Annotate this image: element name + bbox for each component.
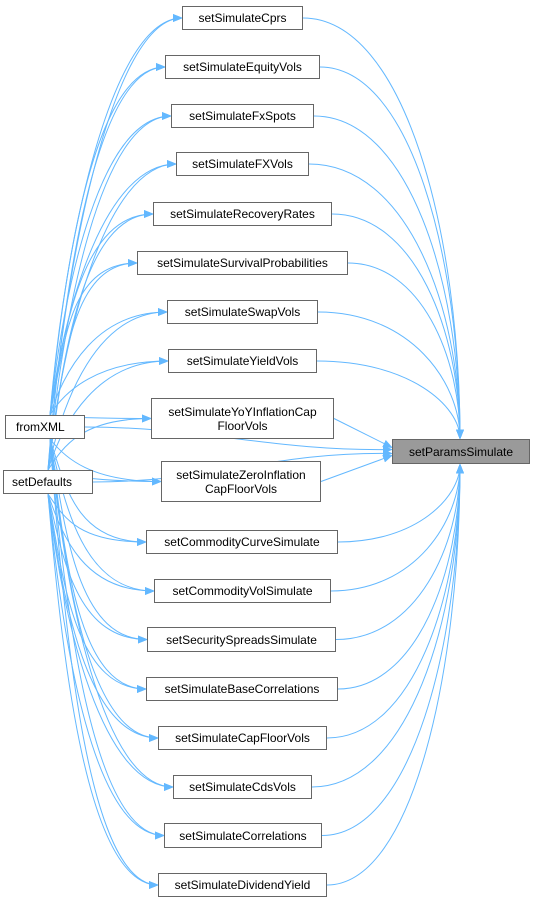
edge-correl-to-target — [321, 463, 464, 836]
node-label: setSimulateCapFloorVols — [175, 731, 310, 745]
edge-setDefaults-to-correl — [47, 493, 165, 840]
edge-fromXML-to-recovery — [49, 210, 154, 416]
node-label: setDefaults — [12, 475, 73, 489]
node-setSimulateCapFloorVols[interactable]: setSimulateCapFloorVols — [158, 726, 327, 750]
edge-yoy-to-target — [333, 418, 393, 448]
edge-setDefaults-to-commcurve — [47, 493, 147, 546]
node-label: setSimulateSurvivalProbabilities — [157, 256, 328, 270]
edge-equity-to-target — [319, 66, 464, 440]
node-label: setCommodityVolSimulate — [172, 584, 313, 598]
edge-fromXML-to-cdsvols — [49, 438, 174, 791]
node-label: setSimulateCorrelations — [179, 828, 307, 843]
node-label-line2: FloorVols — [217, 418, 268, 433]
node-setSimulateYoYInflationCapFloorVols[interactable]: setSimulateYoYInflationCap FloorVols — [151, 398, 334, 439]
node-setCommodityVolSimulate[interactable]: setCommodityVolSimulate — [154, 579, 331, 603]
node-label: setSimulateYieldVols — [186, 354, 299, 368]
edge-fromXML-to-equity — [49, 63, 166, 416]
node-label: fromXML — [16, 420, 65, 434]
node-setSimulateDividendYield[interactable]: setSimulateDividendYield — [158, 873, 327, 897]
node-label: setSecuritySpreadsSimulate — [166, 632, 317, 647]
edge-setDefaults-to-commvol — [47, 493, 155, 595]
node-setSimulateCprs[interactable]: setSimulateCprs — [182, 6, 303, 30]
edge-setDefaults-to-divyield — [47, 493, 159, 889]
node-setDefaults[interactable]: setDefaults — [3, 470, 93, 494]
edge-setDefaults-to-cdsvols — [47, 493, 174, 791]
node-label-line1: setSimulateYoYInflationCap — [168, 404, 317, 419]
edge-secspread-to-target — [335, 463, 464, 640]
edge-setDefaults-to-basecorr — [47, 493, 147, 693]
edge-commcurve-to-target — [337, 463, 464, 543]
edge-setDefaults-to-equity — [47, 63, 166, 471]
edge-setDefaults-to-secspread — [47, 493, 148, 644]
node-label: setSimulateFXVols — [192, 157, 293, 171]
node-label: setSimulateBaseCorrelations — [164, 682, 320, 696]
edge-capfloor-to-target — [326, 463, 464, 739]
node-setParamsSimulate: setParamsSimulate — [392, 439, 530, 464]
edge-fromXML-to-commvol — [49, 438, 155, 595]
node-setSimulateBaseCorrelations[interactable]: setSimulateBaseCorrelations — [146, 677, 338, 701]
node-label: setSimulateCdsVols — [189, 780, 296, 794]
edge-fromXML-to-correl — [49, 438, 165, 840]
edge-commvol-to-target — [330, 463, 464, 592]
node-label: setSimulateRecoveryRates — [170, 207, 315, 221]
edge-setDefaults-to-capfloor — [47, 493, 159, 742]
node-setSimulateCorrelations[interactable]: setSimulateCorrelations — [164, 823, 322, 848]
node-label: setSimulateDividendYield — [174, 878, 311, 892]
node-label-line2: CapFloorVols — [204, 481, 278, 496]
edge-fromXML-to-yieldvols — [49, 357, 169, 416]
edge-swapvols-to-target — [317, 311, 464, 440]
node-setSimulateZeroInflationCapFloorVols[interactable]: setSimulateZeroInflation CapFloorVols — [161, 461, 321, 502]
edge-setDefaults-to-swapvols — [47, 308, 168, 471]
node-setCommodityCurveSimulate[interactable]: setCommodityCurveSimulate — [146, 530, 338, 554]
node-setSimulateFXVols[interactable]: setSimulateFXVols — [176, 152, 309, 176]
edge-fxspots-to-target — [313, 115, 464, 440]
node-label: setSimulateFxSpots — [189, 109, 296, 123]
edge-fromXML-to-swapvols — [49, 308, 168, 416]
edge-zero-to-target — [320, 454, 393, 482]
edge-yieldvols-to-target — [316, 360, 464, 440]
edge-recovery-to-target — [331, 213, 464, 440]
node-setSimulateSwapVols[interactable]: setSimulateSwapVols — [167, 300, 318, 324]
edge-survival-to-target — [347, 262, 464, 440]
node-setSecuritySpreadsSimulate[interactable]: setSecuritySpreadsSimulate — [147, 627, 336, 652]
edge-cdsvols-to-target — [311, 463, 464, 788]
edge-setDefaults-to-yieldvols — [47, 357, 169, 471]
edge-setDefaults-to-fxspots — [47, 112, 172, 471]
node-setSimulateSurvivalProbabilities[interactable]: setSimulateSurvivalProbabilities — [137, 251, 348, 275]
edge-basecorr-to-target — [337, 463, 464, 690]
node-label: setSimulateSwapVols — [184, 305, 301, 319]
node-label: setCommodityCurveSimulate — [164, 535, 320, 549]
node-setSimulateCdsVols[interactable]: setSimulateCdsVols — [173, 775, 312, 799]
node-label: setSimulateCprs — [198, 11, 287, 25]
edge-fromXML-to-divyield — [49, 438, 159, 889]
node-setSimulateYieldVols[interactable]: setSimulateYieldVols — [168, 349, 317, 373]
node-setSimulateFxSpots[interactable]: setSimulateFxSpots — [171, 104, 314, 128]
edge-fxvols-to-target — [308, 163, 464, 440]
node-setSimulateEquityVols[interactable]: setSimulateEquityVols — [165, 55, 320, 79]
node-label-line1: setSimulateZeroInflation — [176, 467, 306, 482]
node-setSimulateRecoveryRates[interactable]: setSimulateRecoveryRates — [153, 202, 332, 226]
edge-fromXML-to-commcurve — [49, 438, 147, 546]
edge-fromXML-to-target — [84, 426, 393, 454]
node-label: setParamsSimulate — [408, 444, 514, 459]
node-fromXML[interactable]: fromXML — [5, 415, 85, 439]
node-label: setSimulateEquityVols — [183, 60, 302, 74]
edge-divyield-to-target — [326, 463, 464, 886]
edge-fromXML-to-fxspots — [49, 112, 172, 416]
